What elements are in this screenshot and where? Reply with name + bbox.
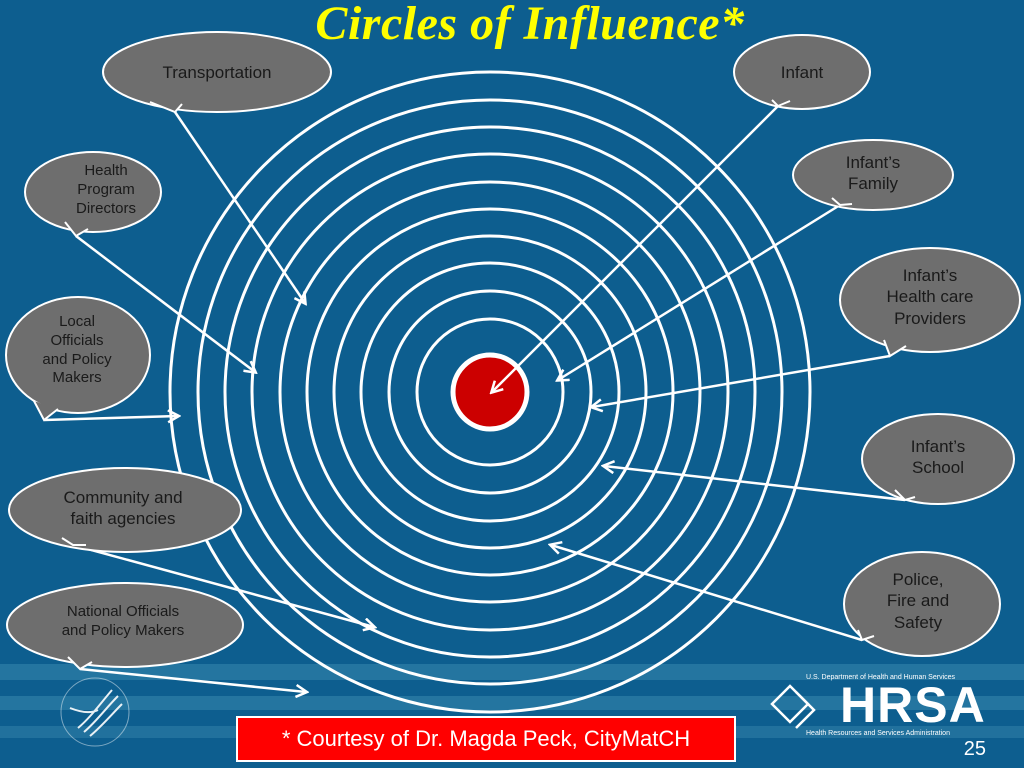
bubble-community-faith	[8, 467, 242, 553]
label-infants-school: Infant’s School	[910, 437, 966, 478]
bubble-national-officials	[6, 582, 244, 671]
bubble-transportation	[102, 31, 332, 114]
page-number: 25	[963, 738, 986, 760]
arrow-local-officials	[43, 416, 178, 420]
label-health-program-directors: Health Program Directors	[75, 162, 136, 217]
ring	[332, 234, 648, 550]
concentric-rings	[168, 70, 812, 714]
arrow-infants-family	[558, 203, 841, 380]
bubble-infants-school	[861, 413, 1015, 505]
ring	[387, 289, 593, 495]
label-local-officials: Local Officials and Policy Makers	[42, 313, 112, 387]
arrow-infants-school	[604, 466, 906, 502]
label-health-care-providers: Infant’s Health care Providers	[886, 266, 974, 328]
arrow-health-care-providers	[592, 354, 891, 407]
bubble-local-officials	[5, 296, 151, 422]
bubble-infants-family	[792, 139, 954, 211]
bubble-police-fire	[843, 551, 1001, 657]
bubble-infant	[733, 34, 871, 110]
courtesy-note: * Courtesy of Dr. Magda Peck, CityMatCH	[236, 716, 736, 762]
label-infants-family: Infant’s Family	[845, 153, 901, 194]
ring	[450, 352, 530, 432]
label-police-fire: Police, Fire and Safety	[886, 570, 950, 632]
label-infant: Infant	[780, 63, 824, 82]
ring	[278, 180, 702, 604]
ring	[196, 98, 784, 686]
label-national-officials: National Officials and Policy Makers	[61, 603, 185, 639]
ring	[415, 317, 565, 467]
page-title: Circles of Influence*	[315, 0, 745, 50]
ring	[250, 152, 730, 632]
footer-stripe	[0, 664, 1024, 680]
hrsa-logo-icon	[770, 684, 816, 729]
ring	[223, 125, 757, 659]
hrsa-agency-label: Health Resources and Services Administra…	[806, 730, 950, 737]
ring	[168, 70, 812, 714]
arrow-infant	[492, 105, 779, 392]
arrow-health-program-directors	[75, 235, 255, 372]
arrow-community-faith	[72, 543, 374, 627]
ring	[359, 261, 621, 523]
hhs-eagle-icon	[60, 677, 130, 747]
footer-stripe	[0, 696, 1024, 710]
label-community-faith: Community and faith agencies	[63, 488, 183, 529]
hrsa-logo-text: HRSA	[840, 677, 986, 733]
bubble-health-care-providers	[839, 247, 1021, 358]
arrow-national-officials	[79, 667, 306, 692]
connector-arrows	[43, 105, 906, 692]
hrsa-department-label: U.S. Department of Health and Human Serv…	[806, 674, 956, 681]
arrow-police-fire	[551, 545, 863, 642]
arrow-transportation	[173, 111, 305, 303]
speech-bubbles	[5, 31, 1021, 671]
label-transportation: Transportation	[162, 63, 272, 82]
center-target	[452, 354, 528, 430]
bubble-health-program-directors	[24, 151, 162, 238]
